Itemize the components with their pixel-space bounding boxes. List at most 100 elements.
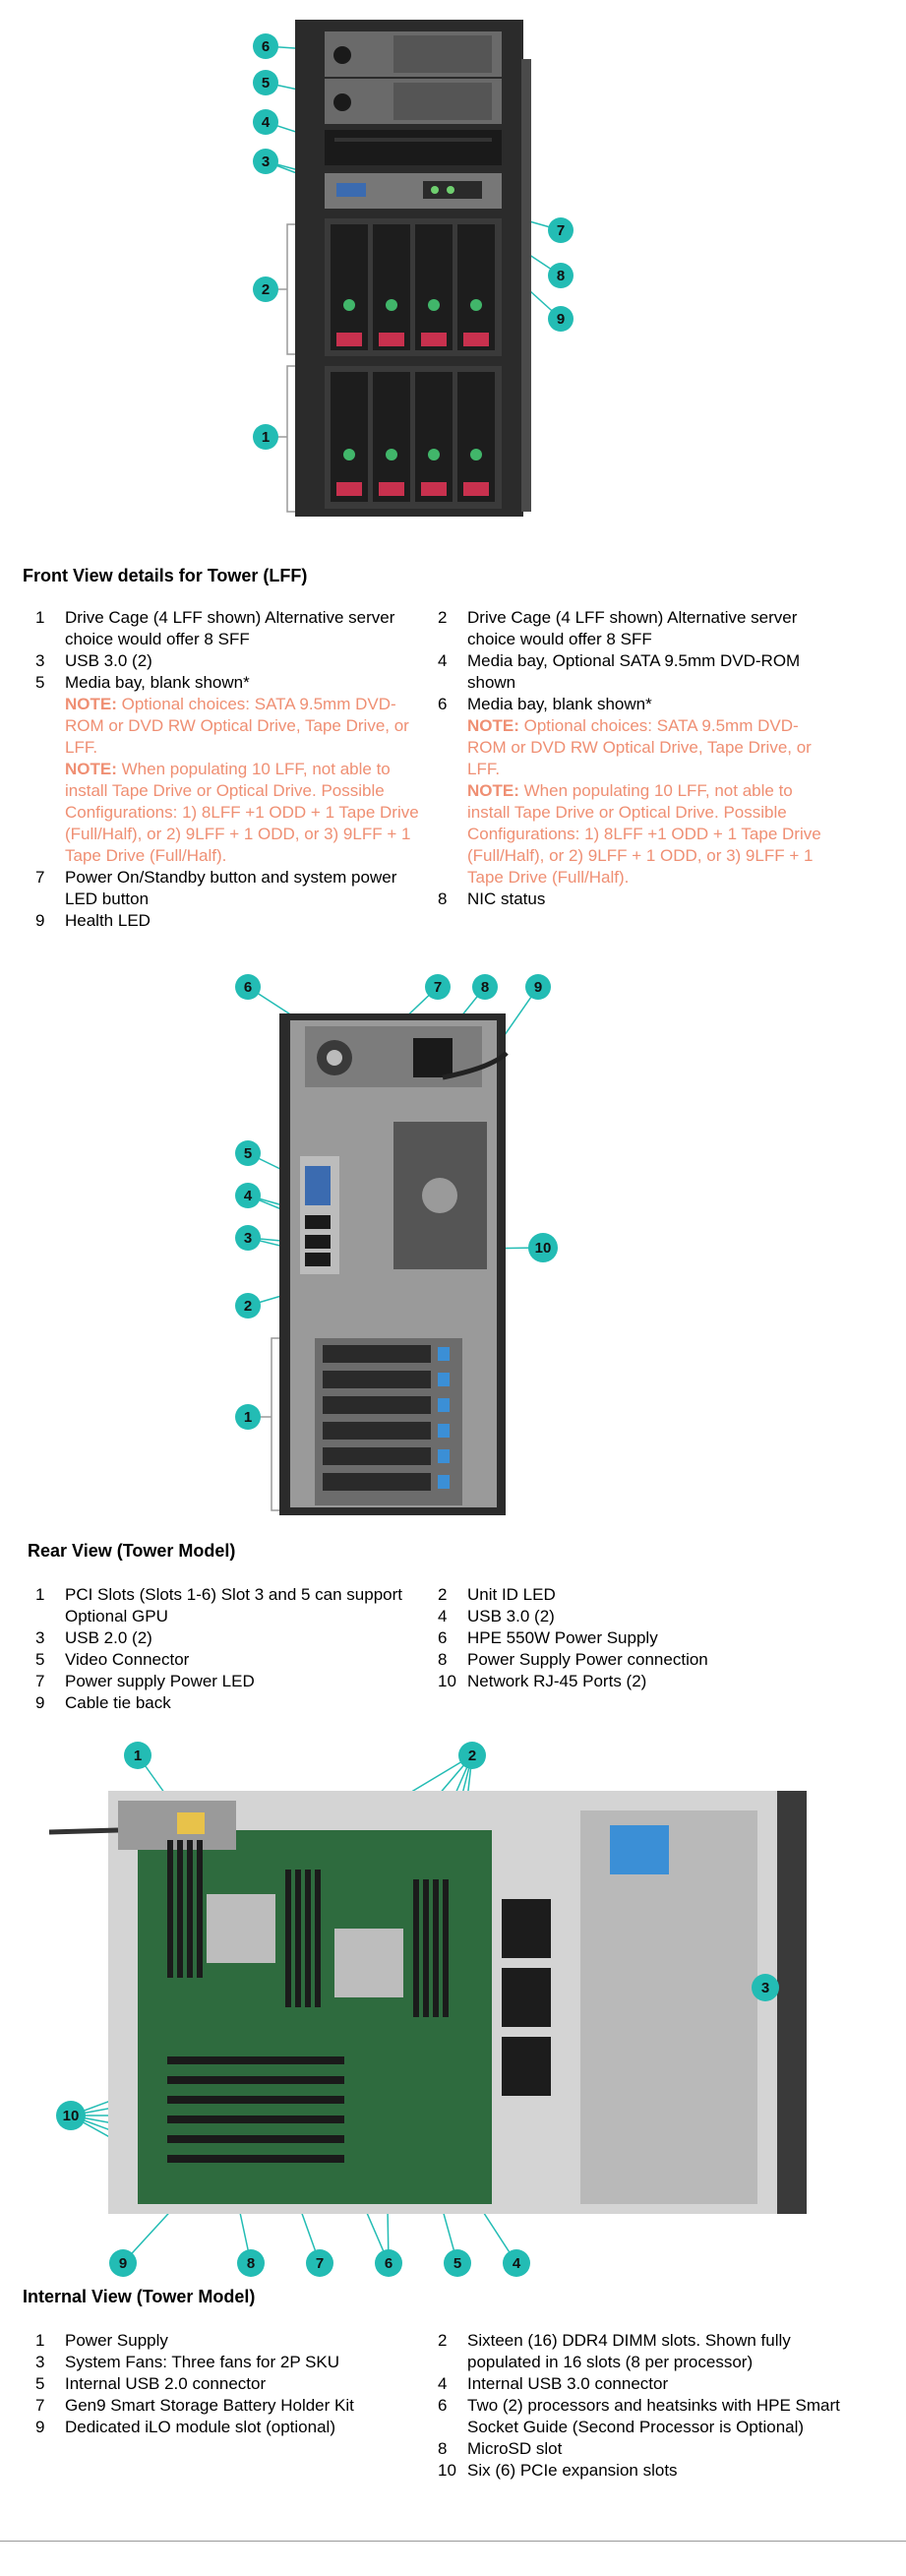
svg-text:6: 6 [244,979,252,996]
internal-callout-10: 10 [56,2101,86,2130]
svg-text:9: 9 [119,2255,127,2272]
note-text: NOTE: When populating 10 LFF, not able t… [65,760,419,865]
rear-callout-5: 5 [235,1140,261,1166]
svg-text:3: 3 [761,1980,769,1996]
note-text: NOTE: Optional choices: SATA 9.5mm DVD-R… [467,716,812,778]
svg-text:1: 1 [262,429,270,446]
svg-text:10: 10 [535,1240,552,1257]
svg-text:1: 1 [134,1748,142,1764]
rear-callout-8: 8 [472,974,498,1000]
internal-callout-7: 7 [306,2249,333,2277]
internal-callout-2: 2 [458,1742,486,1769]
svg-text:5: 5 [453,2255,461,2272]
internal-callout-5: 5 [444,2249,471,2277]
rear-callout-2: 2 [235,1293,261,1319]
svg-text:6: 6 [262,38,270,55]
legend-item: 6 Media bay, blank shown* NOTE: Optional… [438,695,821,887]
note-text: NOTE: When populating 10 LFF, not able t… [467,781,821,887]
svg-text:7: 7 [316,2255,324,2272]
svg-text:6: 6 [385,2255,393,2272]
front-callout-8: 8 [548,263,574,288]
front-callout-1: 1 [253,424,278,450]
front-callout-7: 7 [548,217,574,243]
front-callout-4: 4 [253,109,278,135]
rear-view-heading: Rear View (Tower Model) [28,1541,236,1561]
internal-view-heading: Internal View (Tower Model) [23,2287,256,2306]
internal-callout-6: 6 [375,2249,402,2277]
front-callout-9: 9 [548,306,574,332]
note-text: NOTE: Optional choices: SATA 9.5mm DVD-R… [65,695,409,757]
svg-text:8: 8 [557,268,565,284]
internal-callout-1: 1 [124,1742,151,1769]
rear-callout-10: 10 [528,1233,558,1262]
svg-text:5: 5 [262,75,270,92]
rear-callout-1: 1 [235,1404,261,1430]
front-callout-5: 5 [253,70,278,95]
front-callout-6: 6 [253,33,278,59]
svg-text:4: 4 [262,114,271,131]
rear-callout-7: 7 [425,974,451,1000]
svg-text:8: 8 [481,979,489,996]
bottom-divider [0,2541,906,2542]
front-callout-2: 2 [253,276,278,302]
front-callout-3: 3 [253,149,278,174]
svg-text:9: 9 [557,311,565,328]
internal-callout-4: 4 [503,2249,530,2277]
svg-text:2: 2 [244,1298,252,1315]
internal-callout-8: 8 [237,2249,265,2277]
svg-text:7: 7 [557,222,565,239]
rear-callout-9: 9 [525,974,551,1000]
rear-view-figure: 6 7 8 9 5 4 3 2 1 10 [197,959,590,1530]
svg-text:9: 9 [534,979,542,996]
internal-callout-3: 3 [752,1974,779,2001]
svg-text:2: 2 [468,1748,476,1764]
front-view-heading: Front View details for Tower (LFF) [23,566,308,585]
rear-callout-3: 3 [235,1225,261,1251]
rear-callout-6: 6 [235,974,261,1000]
svg-text:10: 10 [63,2108,80,2124]
front-view-figure: 6 5 4 3 2 1 7 8 9 [226,0,600,531]
svg-text:1: 1 [244,1409,252,1426]
svg-text:2: 2 [262,281,270,298]
svg-text:3: 3 [244,1230,252,1247]
internal-view-figure: 1 2 3 10 9 8 7 6 5 4 [30,1732,895,2283]
svg-text:3: 3 [262,153,270,170]
svg-text:8: 8 [247,2255,255,2272]
rear-callout-4: 4 [235,1183,261,1208]
internal-callout-9: 9 [109,2249,137,2277]
svg-text:7: 7 [434,979,442,996]
svg-text:4: 4 [513,2255,521,2272]
svg-text:4: 4 [244,1188,253,1204]
